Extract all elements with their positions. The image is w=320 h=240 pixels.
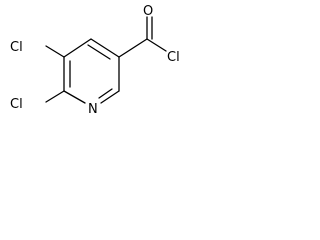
atom-label-cl-top-left: Cl xyxy=(10,40,23,55)
bond-ring-n-c6 xyxy=(63,90,86,104)
atom-label-cl-bottom-left: Cl xyxy=(10,97,23,112)
bond-ring-c5-c4 xyxy=(63,38,92,58)
bonds xyxy=(45,16,167,104)
bond-c6-cl xyxy=(45,90,65,103)
bond-ring-c2-n xyxy=(100,90,120,104)
structure-canvas: Cl Cl N O Cl xyxy=(0,0,199,138)
atom-label-o: O xyxy=(143,4,153,19)
bond-carbonyl-cl xyxy=(146,38,167,52)
bond-ring-c4-c3-inner xyxy=(87,44,111,60)
bond-ring-c2-n-inner xyxy=(98,88,113,99)
bond-ring-c4-c3 xyxy=(90,38,120,58)
atom-label-n: N xyxy=(88,102,98,117)
bond-c5-cl xyxy=(45,45,65,58)
atom-label-cl-acyl: Cl xyxy=(167,50,180,65)
bond-c3-carbonyl xyxy=(118,38,148,58)
chemical-structure-diagram: Cl Cl N O Cl xyxy=(10,4,180,117)
